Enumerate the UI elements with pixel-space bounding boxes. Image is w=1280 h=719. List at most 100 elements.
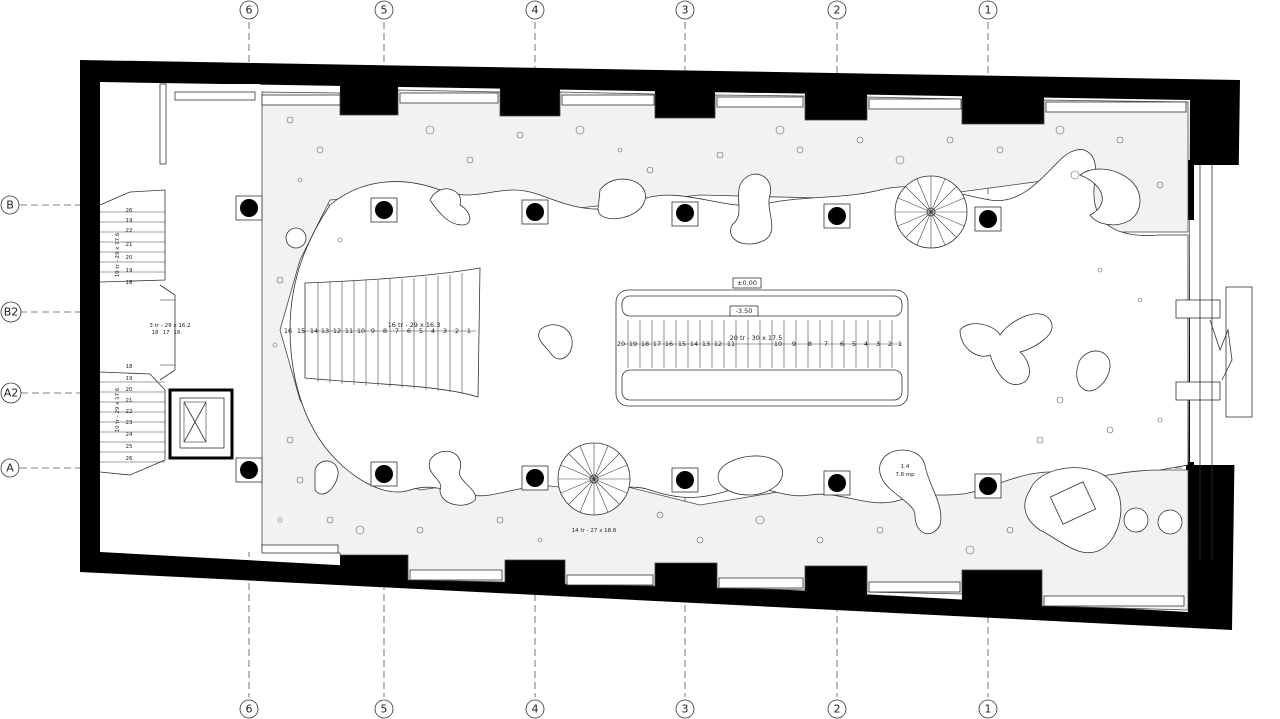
svg-text:10 tr - 29 x 17.6: 10 tr - 29 x 17.6 xyxy=(115,387,121,432)
svg-text:6: 6 xyxy=(246,703,253,716)
svg-text:20 tr - 30 x 17.5: 20 tr - 30 x 17.5 xyxy=(730,334,783,342)
svg-text:10: 10 xyxy=(357,327,365,335)
svg-text:19: 19 xyxy=(126,218,133,224)
svg-text:16 tr - 29 x 16.3: 16 tr - 29 x 16.3 xyxy=(388,321,441,329)
column xyxy=(370,197,398,223)
svg-text:9: 9 xyxy=(792,340,796,348)
svg-text:3 tr - 29 x 16.2: 3 tr - 29 x 16.2 xyxy=(149,323,190,329)
svg-text:3: 3 xyxy=(682,4,689,17)
svg-text:16: 16 xyxy=(665,340,673,348)
svg-text:3: 3 xyxy=(682,703,689,716)
grid-axis-3: 3 3 xyxy=(675,0,695,719)
column xyxy=(671,467,699,493)
svg-text:22: 22 xyxy=(126,409,133,415)
floor-spots xyxy=(272,116,1164,555)
level-ground: ±0.00 xyxy=(737,279,757,287)
elevator xyxy=(168,388,234,460)
column xyxy=(521,465,549,491)
svg-text:16: 16 xyxy=(174,330,181,336)
spiral-stair-bottom: 14 tr - 27 x 18.6 xyxy=(557,442,631,534)
svg-text:2: 2 xyxy=(455,327,459,335)
column xyxy=(671,201,699,227)
svg-text:14: 14 xyxy=(690,340,698,348)
svg-text:14: 14 xyxy=(310,327,318,335)
svg-text:3: 3 xyxy=(876,340,880,348)
svg-text:17: 17 xyxy=(163,330,170,336)
svg-text:5: 5 xyxy=(381,4,388,17)
svg-text:2: 2 xyxy=(834,703,841,716)
svg-text:12: 12 xyxy=(333,327,341,335)
svg-text:3: 3 xyxy=(443,327,447,335)
svg-text:19: 19 xyxy=(126,376,133,382)
left-stair-core: 26 19 22 21 20 19 18 10 tr - 29 x 17.6 3… xyxy=(99,83,260,552)
svg-text:4: 4 xyxy=(864,340,868,348)
column xyxy=(974,206,1002,232)
svg-text:B2: B2 xyxy=(4,306,19,319)
svg-text:5: 5 xyxy=(852,340,856,348)
svg-text:21: 21 xyxy=(126,398,133,404)
svg-text:18: 18 xyxy=(641,340,649,348)
escalator: 20 tr - 30 x 17.5 20 19 18 17 16 15 14 1… xyxy=(615,277,909,407)
svg-text:13: 13 xyxy=(321,327,329,335)
svg-text:22: 22 xyxy=(126,228,133,234)
display-fixtures: 1.4 7.8 mp xyxy=(285,168,1183,554)
svg-text:26: 26 xyxy=(126,456,133,462)
svg-text:18: 18 xyxy=(152,330,159,336)
svg-text:4: 4 xyxy=(532,4,539,17)
column xyxy=(974,473,1002,499)
svg-text:15: 15 xyxy=(678,340,686,348)
column xyxy=(823,203,851,229)
column xyxy=(235,457,263,483)
room-1-label: 1.4 xyxy=(901,464,910,470)
entrance-facade xyxy=(1175,165,1253,560)
svg-text:4: 4 xyxy=(431,327,435,335)
svg-text:21: 21 xyxy=(126,242,133,248)
svg-text:24: 24 xyxy=(126,432,133,438)
svg-text:11: 11 xyxy=(345,327,353,335)
svg-text:17: 17 xyxy=(653,340,661,348)
svg-text:2: 2 xyxy=(834,4,841,17)
svg-text:B: B xyxy=(6,199,14,212)
room-1-area: 7.8 mp xyxy=(895,472,915,478)
svg-text:15: 15 xyxy=(297,327,305,335)
svg-text:7: 7 xyxy=(395,327,399,335)
svg-text:8: 8 xyxy=(383,327,387,335)
svg-text:2: 2 xyxy=(888,340,892,348)
side-stair-bottom: 18 19 20 21 22 23 24 25 26 10 tr - 29 x … xyxy=(99,364,166,476)
svg-text:26: 26 xyxy=(126,208,133,214)
column xyxy=(370,461,398,487)
level-lower: -3.50 xyxy=(736,307,753,315)
svg-text:20: 20 xyxy=(126,255,133,261)
svg-text:4: 4 xyxy=(532,703,539,716)
svg-text:6: 6 xyxy=(840,340,844,348)
svg-text:18: 18 xyxy=(126,364,133,370)
svg-text:5: 5 xyxy=(419,327,423,335)
svg-text:5: 5 xyxy=(381,703,388,716)
svg-text:6: 6 xyxy=(246,4,253,17)
svg-text:19: 19 xyxy=(126,268,133,274)
svg-text:19: 19 xyxy=(629,340,637,348)
spiral-stair-top xyxy=(894,175,968,249)
svg-text:20: 20 xyxy=(617,340,625,348)
svg-text:20: 20 xyxy=(126,387,133,393)
column xyxy=(823,470,851,496)
svg-text:14 tr - 27 x 18.6: 14 tr - 27 x 18.6 xyxy=(572,528,617,534)
column xyxy=(521,199,549,225)
svg-text:11: 11 xyxy=(727,340,735,348)
svg-text:16: 16 xyxy=(284,327,292,335)
svg-text:1: 1 xyxy=(985,4,992,17)
column xyxy=(235,195,263,221)
svg-text:A2: A2 xyxy=(4,387,19,400)
svg-text:10: 10 xyxy=(774,340,782,348)
svg-text:6: 6 xyxy=(407,327,411,335)
svg-text:12: 12 xyxy=(714,340,722,348)
svg-text:10 tr - 29 x 17.6: 10 tr - 29 x 17.6 xyxy=(115,232,121,277)
svg-text:1: 1 xyxy=(985,703,992,716)
main-stair: 16 tr - 29 x 16.3 16 15 14 13 12 11 10 9… xyxy=(284,267,481,398)
side-stair-top: 26 19 22 21 20 19 18 10 tr - 29 x 17.6 xyxy=(99,189,166,286)
svg-text:18: 18 xyxy=(126,280,133,286)
svg-text:23: 23 xyxy=(126,420,133,426)
svg-text:A: A xyxy=(6,462,14,475)
wall-shelving xyxy=(261,92,1187,607)
